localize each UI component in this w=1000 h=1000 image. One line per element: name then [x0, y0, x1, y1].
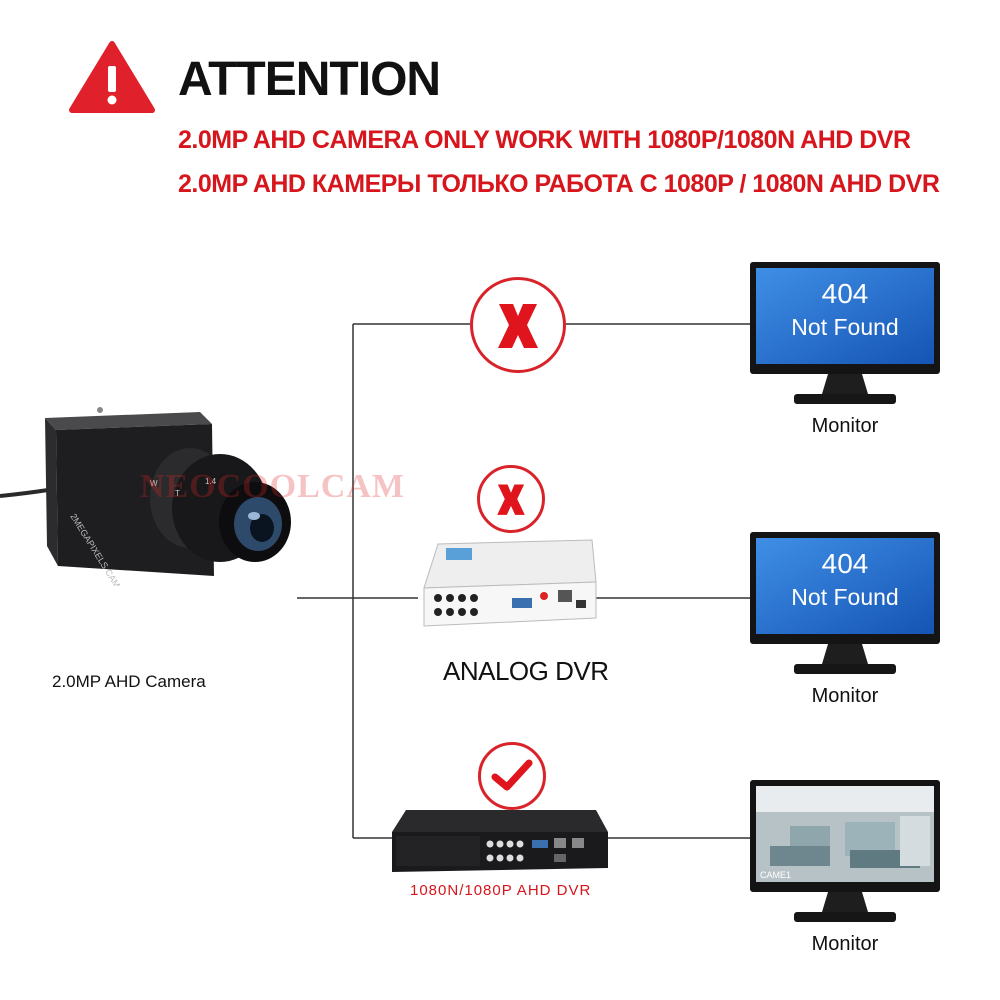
- ahd-dvr-image: [392, 810, 608, 872]
- ahd-camera-image: 2MEGAPIXELS CAMERA WT1.4: [0, 407, 291, 586]
- x-icon: [498, 304, 538, 348]
- analog-dvr-label: ANALOG DVR: [443, 656, 609, 686]
- svg-text:1.4: 1.4: [205, 477, 217, 486]
- analog-dvr-image: [423, 539, 597, 627]
- monitor-2: 404 Not Found: [750, 528, 940, 678]
- attention-title: ATTENTION: [178, 53, 441, 106]
- warning-icon: [69, 41, 155, 113]
- notice-russian: 2.0MP AHD КАМЕРЫ ТОЛЬКО РАБОТА С 1080P /…: [178, 170, 940, 198]
- monitor-3: CAME1: [750, 776, 940, 926]
- screen-message-text: Not Found: [791, 584, 899, 610]
- screen-code-text: 404: [821, 548, 869, 579]
- screen-message-text: Not Found: [791, 314, 899, 340]
- compatible-badge: [478, 742, 546, 810]
- incompatible-badge-1: [470, 277, 566, 373]
- monitor-label-3: Monitor: [811, 933, 879, 955]
- monitor-icon: [750, 532, 940, 674]
- x-icon: [497, 484, 525, 515]
- monitor-label-2: Monitor: [811, 685, 879, 707]
- camera-feed-caption: CAME1: [760, 870, 792, 880]
- monitor-icon: [750, 262, 940, 404]
- check-icon: [491, 759, 533, 791]
- monitor-1: 404 Not Found: [750, 258, 940, 408]
- monitor-label-1: Monitor: [811, 415, 879, 437]
- camera-label: 2.0MP AHD Camera: [52, 672, 206, 691]
- ahd-dvr-label: 1080N/1080P AHD DVR: [410, 882, 592, 899]
- brand-watermark: NEOCOOLCAM: [140, 468, 405, 505]
- notice-english: 2.0MP AHD CAMERA ONLY WORK WITH 1080P/10…: [178, 126, 911, 154]
- screen-code-text: 404: [821, 278, 869, 309]
- svg-text:T: T: [175, 489, 180, 498]
- incompatible-badge-2: [477, 465, 545, 533]
- svg-text:W: W: [150, 479, 158, 488]
- monitor-icon: [750, 780, 940, 922]
